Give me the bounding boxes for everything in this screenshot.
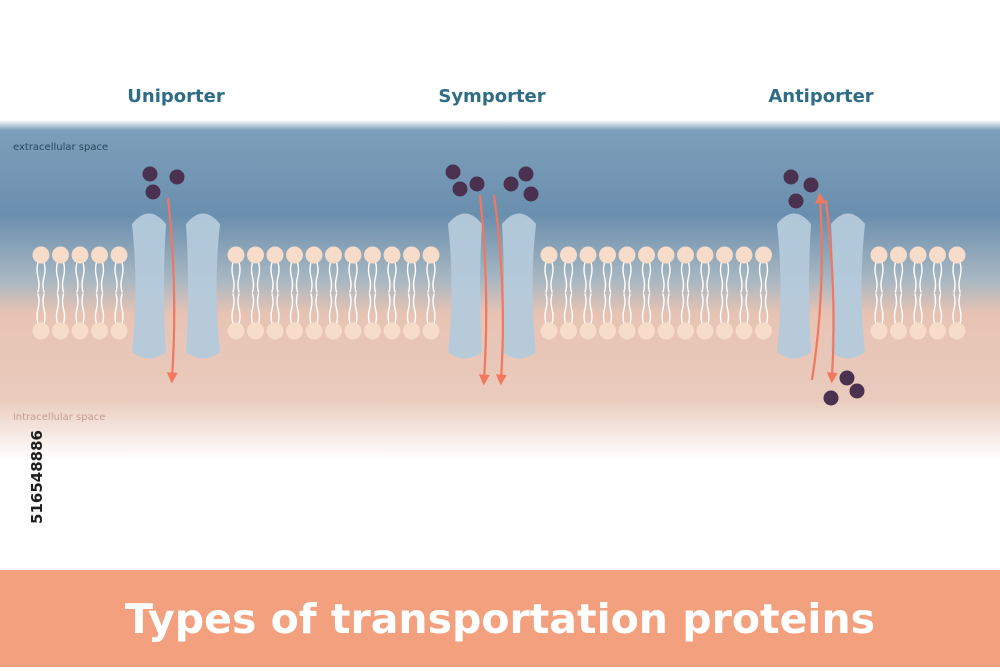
footer-title: Types of transportation proteins	[124, 594, 876, 643]
footer-banner: Types of transportation proteins	[0, 570, 1000, 667]
phospholipid-icon	[948, 246, 966, 340]
phospholipid-icon	[677, 246, 694, 340]
phospholipid-icon	[909, 246, 927, 340]
molecule-icon	[849, 383, 865, 399]
phospholipid-icon	[110, 246, 128, 340]
phospholipid-icon	[403, 246, 420, 340]
symporter-title: Symporter	[438, 86, 546, 107]
phospholipid-icon	[579, 246, 597, 340]
molecule-icon	[783, 169, 799, 185]
phospholipid-icon	[91, 246, 108, 340]
phospholipid-icon	[716, 246, 733, 340]
molecule-icon	[839, 370, 855, 386]
molecule-icon	[523, 186, 539, 202]
molecule-icon	[142, 166, 158, 182]
symporter-arrow-2	[492, 194, 507, 386]
uniporter-title: Uniporter	[127, 86, 225, 107]
phospholipid-icon	[929, 246, 946, 340]
phospholipid-icon	[32, 246, 50, 340]
phospholipid-icon	[52, 246, 69, 340]
phospholipid-icon	[325, 246, 342, 340]
phospholipid-icon	[755, 246, 772, 340]
antiporter-title: Antiporter	[768, 86, 874, 107]
phospholipid-icon	[599, 246, 616, 340]
molecule-icon	[445, 164, 461, 180]
symporter-arrow-1	[478, 194, 490, 386]
molecule-icon	[452, 181, 468, 197]
molecule-icon	[503, 176, 519, 192]
phospholipid-icon	[560, 246, 577, 340]
intracellular-space-label: intracellular space	[13, 412, 106, 423]
uniporter-arrow	[166, 197, 178, 384]
phospholipid-icon	[383, 246, 401, 340]
lipid-bilayer	[32, 246, 966, 340]
extracellular-space-label: extracellular space	[13, 142, 109, 153]
phospholipid-icon	[71, 246, 89, 340]
molecule-icon	[469, 176, 485, 192]
molecule-icon	[518, 166, 534, 182]
phospholipid-icon	[422, 246, 440, 340]
phospholipid-icon	[266, 246, 284, 340]
phospholipid-icon	[247, 246, 264, 340]
phospholipid-icon	[638, 246, 655, 340]
molecules	[142, 164, 865, 406]
antiporter-arrow-out	[810, 192, 826, 381]
phospholipid-icon	[618, 246, 636, 340]
molecule-icon	[145, 184, 161, 200]
phospholipid-icon	[696, 246, 714, 340]
antiporter-arrow-in	[824, 199, 838, 384]
molecule-icon	[788, 193, 804, 209]
molecule-icon	[169, 169, 185, 185]
phospholipid-icon	[364, 246, 381, 340]
phospholipid-icon	[657, 246, 675, 340]
phospholipid-icon	[227, 246, 245, 340]
phospholipid-icon	[344, 246, 362, 340]
phospholipid-icon	[540, 246, 558, 340]
phospholipid-icon	[735, 246, 753, 340]
molecule-icon	[803, 177, 819, 193]
phospholipid-icon	[305, 246, 323, 340]
stock-id: 516548886	[28, 430, 46, 524]
molecule-icon	[823, 390, 839, 406]
phospholipid-icon	[870, 246, 888, 340]
phospholipid-icon	[890, 246, 907, 340]
transport-proteins	[132, 213, 865, 359]
transport-arrows	[166, 192, 838, 386]
phospholipid-icon	[286, 246, 303, 340]
